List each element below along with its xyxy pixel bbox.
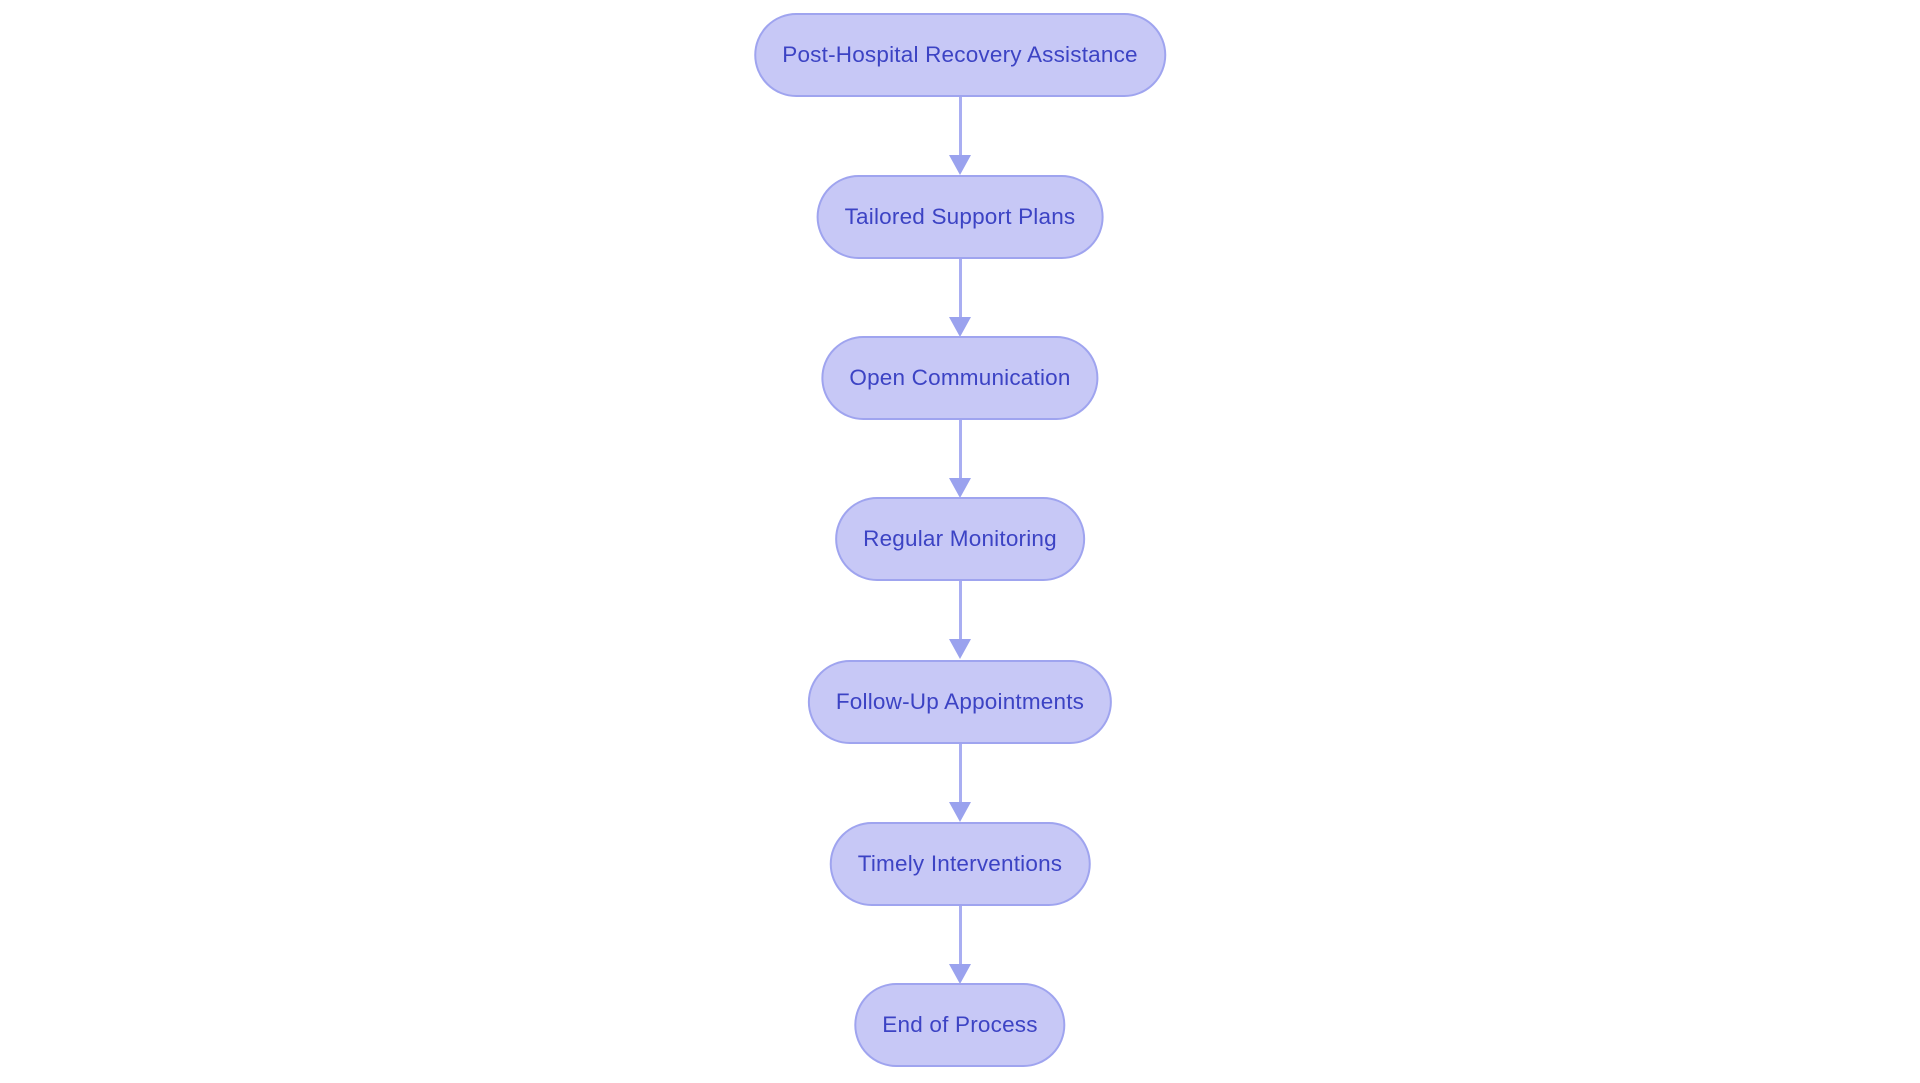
flow-node-label: Timely Interventions [857,851,1063,876]
flow-arrow [949,259,971,337]
arrow-head-icon [949,478,971,498]
flow-node-label: End of Process [882,1012,1038,1037]
arrow-line [958,420,962,478]
flow-node-end-of-process: End of Process [854,983,1066,1067]
arrow-head-icon [949,802,971,822]
arrow-line [958,259,962,317]
arrow-head-icon [949,317,971,337]
flow-node-label: Post-Hospital Recovery Assistance [782,42,1138,67]
arrow-line [958,97,962,155]
flow-arrow [949,744,971,822]
flow-node-regular-monitoring: Regular Monitoring [835,497,1085,581]
flow-node-label: Follow-Up Appointments [835,689,1085,714]
flow-node-open-communication: Open Communication [821,336,1099,420]
flow-arrow [949,581,971,659]
flow-node-tailored-support-plans: Tailored Support Plans [816,175,1104,259]
flow-node-follow-up-appointments: Follow-Up Appointments [807,660,1113,744]
flow-node-post-hospital-recovery-assistance: Post-Hospital Recovery Assistance [754,13,1166,97]
flow-node-label: Open Communication [849,365,1071,390]
arrow-line [958,581,962,639]
arrow-line [958,744,962,802]
arrow-head-icon [949,964,971,984]
arrow-head-icon [949,639,971,659]
flow-arrow [949,420,971,498]
arrow-head-icon [949,155,971,175]
flow-node-label: Tailored Support Plans [844,204,1076,229]
flow-arrow [949,97,971,175]
arrow-line [958,906,962,964]
flow-node-label: Regular Monitoring [863,526,1057,551]
flow-node-timely-interventions: Timely Interventions [829,822,1091,906]
flow-arrow [949,906,971,984]
